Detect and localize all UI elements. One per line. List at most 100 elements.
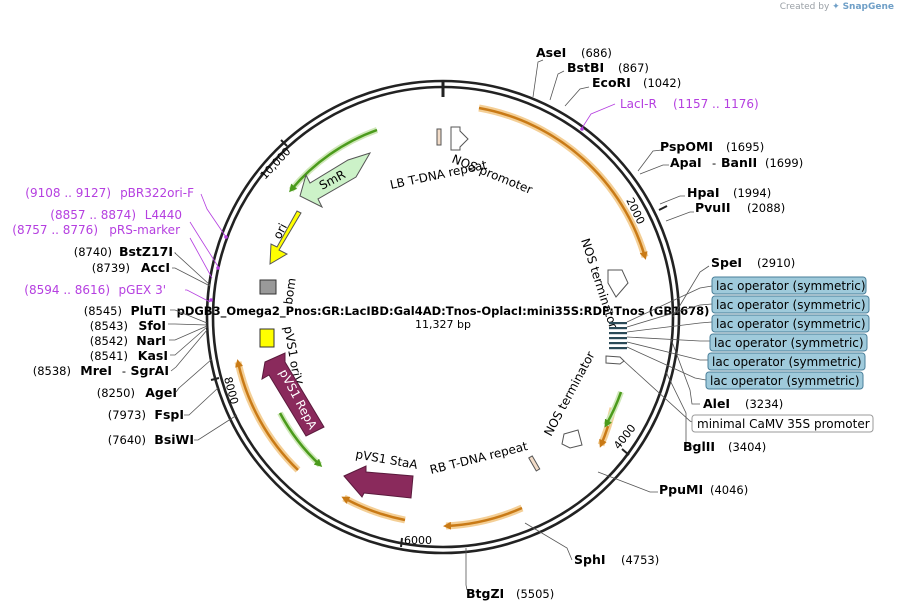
rb-repeat-feature[interactable] bbox=[528, 455, 541, 472]
site-apai: ApaI bbox=[670, 155, 702, 170]
nos-terminator-1-feature[interactable] bbox=[607, 269, 629, 298]
site-btgzi: BtgZI bbox=[466, 586, 504, 601]
site-nari: NarI bbox=[136, 333, 166, 348]
lac-operator-5: lac operator (symmetric) bbox=[712, 355, 862, 369]
site-fspi-pos: (7973) bbox=[108, 408, 146, 422]
site-spei: SpeI bbox=[711, 255, 742, 270]
site-ecori: EcoRI bbox=[592, 75, 631, 90]
site-fspi: FspI bbox=[154, 407, 184, 422]
lac-operator-1: lac operator (symmetric) bbox=[716, 279, 866, 293]
primer-pbr322: pBR322ori-F bbox=[120, 186, 194, 200]
site-apai-pos: (1699) bbox=[765, 156, 803, 170]
plasmid-name: pDGB3_Omega2_Pnos:GR:LacIBD:Gal4AD:Tnos-… bbox=[177, 304, 710, 319]
lac-operator-3: lac operator (symmetric) bbox=[716, 317, 866, 331]
lac-operator-labels: lac operator (symmetric) lac operator (s… bbox=[705, 276, 870, 390]
site-ecori-pos: (1042) bbox=[643, 76, 681, 90]
site-kasi-pos: (8541) bbox=[90, 349, 128, 363]
pvs1-oriv-feature[interactable] bbox=[259, 328, 275, 348]
nos-terminator-2-label: NOS terminator bbox=[541, 349, 597, 438]
site-pluti-pos: (8545) bbox=[84, 304, 122, 318]
site-sphi: SphI bbox=[574, 552, 606, 567]
site-apai-sep: - bbox=[712, 156, 716, 170]
site-asei: AseI bbox=[536, 45, 566, 60]
site-hpai: HpaI bbox=[687, 185, 720, 200]
site-banii: BanII bbox=[721, 155, 757, 170]
site-bstbi: BstBI bbox=[567, 60, 604, 75]
scale-ticks bbox=[210, 139, 668, 548]
ori-label: ori bbox=[270, 221, 290, 241]
orf-arcs bbox=[234, 104, 649, 530]
primer-laci-r-pos: (1157 .. 1176) bbox=[673, 97, 759, 111]
site-acci: AccI bbox=[141, 260, 170, 275]
primer-l4440-pos: (8857 .. 8874) bbox=[50, 208, 136, 222]
green-arcs bbox=[277, 127, 624, 468]
nos-promoter-feature[interactable] bbox=[450, 126, 469, 151]
lac-leaders bbox=[623, 285, 713, 424]
site-pvuii-pos: (2088) bbox=[747, 201, 785, 215]
mini35s-label-box bbox=[691, 414, 874, 433]
rb-repeat-label: RB T-DNA repeat bbox=[428, 439, 529, 477]
site-mrei-sep: - bbox=[122, 364, 126, 378]
site-pspomi: PspOMI bbox=[660, 139, 713, 154]
primer-laci-r: LacI-R bbox=[620, 97, 657, 111]
credit-prefix: Created by bbox=[779, 2, 830, 12]
site-sfoi: SfoI bbox=[138, 318, 166, 333]
site-bsiwi: BsiWI bbox=[154, 432, 194, 447]
site-bglii: BglII bbox=[683, 439, 715, 454]
site-ppumi-pos: (4046) bbox=[710, 483, 748, 497]
site-sgrai: SgrAI bbox=[131, 363, 169, 378]
site-agei-pos: (8250) bbox=[97, 386, 135, 400]
site-acci-pos: (8739) bbox=[92, 261, 130, 275]
site-pspomi-pos: (1695) bbox=[726, 140, 764, 154]
plasmid-length: 11,327 bp bbox=[415, 318, 471, 331]
site-ppumi: PpuMI bbox=[659, 482, 703, 497]
primer-pgex3-pos: (8594 .. 8616) bbox=[24, 283, 110, 297]
site-bstbi-pos: (867) bbox=[618, 61, 649, 75]
snapgene-logo-icon: ✦ bbox=[832, 2, 840, 12]
site-bglii-pos: (3404) bbox=[728, 440, 766, 454]
primer-leaders bbox=[185, 103, 616, 303]
tick-6000: 6000 bbox=[404, 534, 432, 547]
site-bstz17i-pos: (8740) bbox=[74, 245, 112, 259]
smr-feature[interactable]: SmR bbox=[299, 152, 372, 209]
credit-brand: SnapGene bbox=[842, 2, 894, 12]
site-mrei-pos: (8538) bbox=[33, 364, 71, 378]
lac-operator-2: lac operator (symmetric) bbox=[716, 298, 866, 312]
bom-feature[interactable] bbox=[259, 279, 277, 295]
snapgene-credit: Created by ✦ SnapGene bbox=[780, 2, 894, 12]
lac-operator-6: lac operator (symmetric) bbox=[710, 374, 860, 388]
site-bsiwi-pos: (7640) bbox=[108, 433, 146, 447]
site-sfoi-pos: (8543) bbox=[90, 319, 128, 333]
site-btgzi-pos: (5505) bbox=[516, 587, 554, 601]
site-kasi: KasI bbox=[138, 348, 168, 363]
site-asei-pos: (686) bbox=[581, 46, 612, 60]
nos-terminator-2-feature[interactable] bbox=[561, 429, 583, 449]
site-spei-pos: (2910) bbox=[757, 256, 795, 270]
site-nari-pos: (8542) bbox=[90, 334, 128, 348]
bom-label: bom bbox=[281, 277, 299, 305]
site-alei: AleI bbox=[703, 396, 730, 411]
pvs1-staa-feature[interactable]: pVS1 StaA bbox=[343, 447, 420, 499]
site-agei: AgeI bbox=[145, 385, 177, 400]
primer-prs-marker: pRS-marker bbox=[109, 223, 180, 237]
site-bstz17i: BstZ17I bbox=[119, 244, 173, 259]
site-pvuii: PvuII bbox=[695, 200, 731, 215]
site-mrei: MreI bbox=[80, 363, 112, 378]
site-pluti: PluTI bbox=[130, 303, 166, 318]
lac-operator-4: lac operator (symmetric) bbox=[714, 336, 864, 350]
site-alei-pos: (3234) bbox=[745, 397, 783, 411]
primer-marks bbox=[209, 127, 584, 302]
site-sphi-pos: (4753) bbox=[621, 553, 659, 567]
lac-operator-cluster bbox=[609, 322, 627, 350]
primer-pgex3: pGEX 3' bbox=[119, 283, 166, 297]
primer-l4440: L4440 bbox=[145, 208, 182, 222]
site-leaders bbox=[168, 59, 710, 591]
primer-pbr322-pos: (9108 .. 9127) bbox=[25, 186, 111, 200]
ori-feature[interactable]: ori bbox=[269, 210, 302, 265]
tick-4000: 4000 bbox=[611, 422, 638, 452]
mini35s-feature[interactable] bbox=[605, 355, 625, 365]
primer-prs-marker-pos: (8757 .. 8776) bbox=[12, 223, 98, 237]
site-hpai-pos: (1994) bbox=[733, 186, 771, 200]
lb-repeat-feature[interactable] bbox=[436, 128, 442, 146]
